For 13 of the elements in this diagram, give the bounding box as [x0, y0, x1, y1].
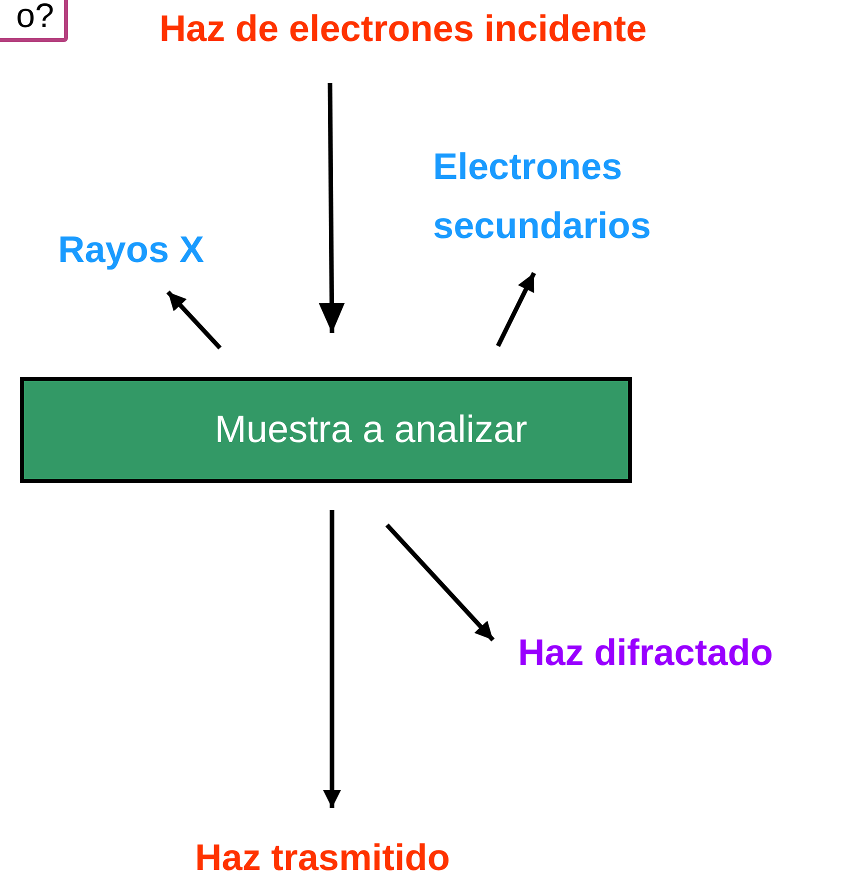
- beam-label: Haz de electrones incidente: [159, 7, 647, 52]
- arrow: [323, 510, 341, 808]
- sample-label: Muestra a analizar: [214, 408, 528, 452]
- sample-box: [20, 377, 632, 483]
- arrow: [385, 523, 495, 642]
- beam-label: Haz difractado: [518, 631, 773, 676]
- beam-label: Haz trasmitido: [195, 836, 450, 878]
- emission-label: Rayos X: [58, 228, 204, 272]
- emission-label: Electrones secundarios: [433, 144, 652, 248]
- arrow: [496, 272, 536, 347]
- arrow: [318, 82, 345, 334]
- box-text: o?: [16, 0, 54, 36]
- arrow: [166, 290, 222, 350]
